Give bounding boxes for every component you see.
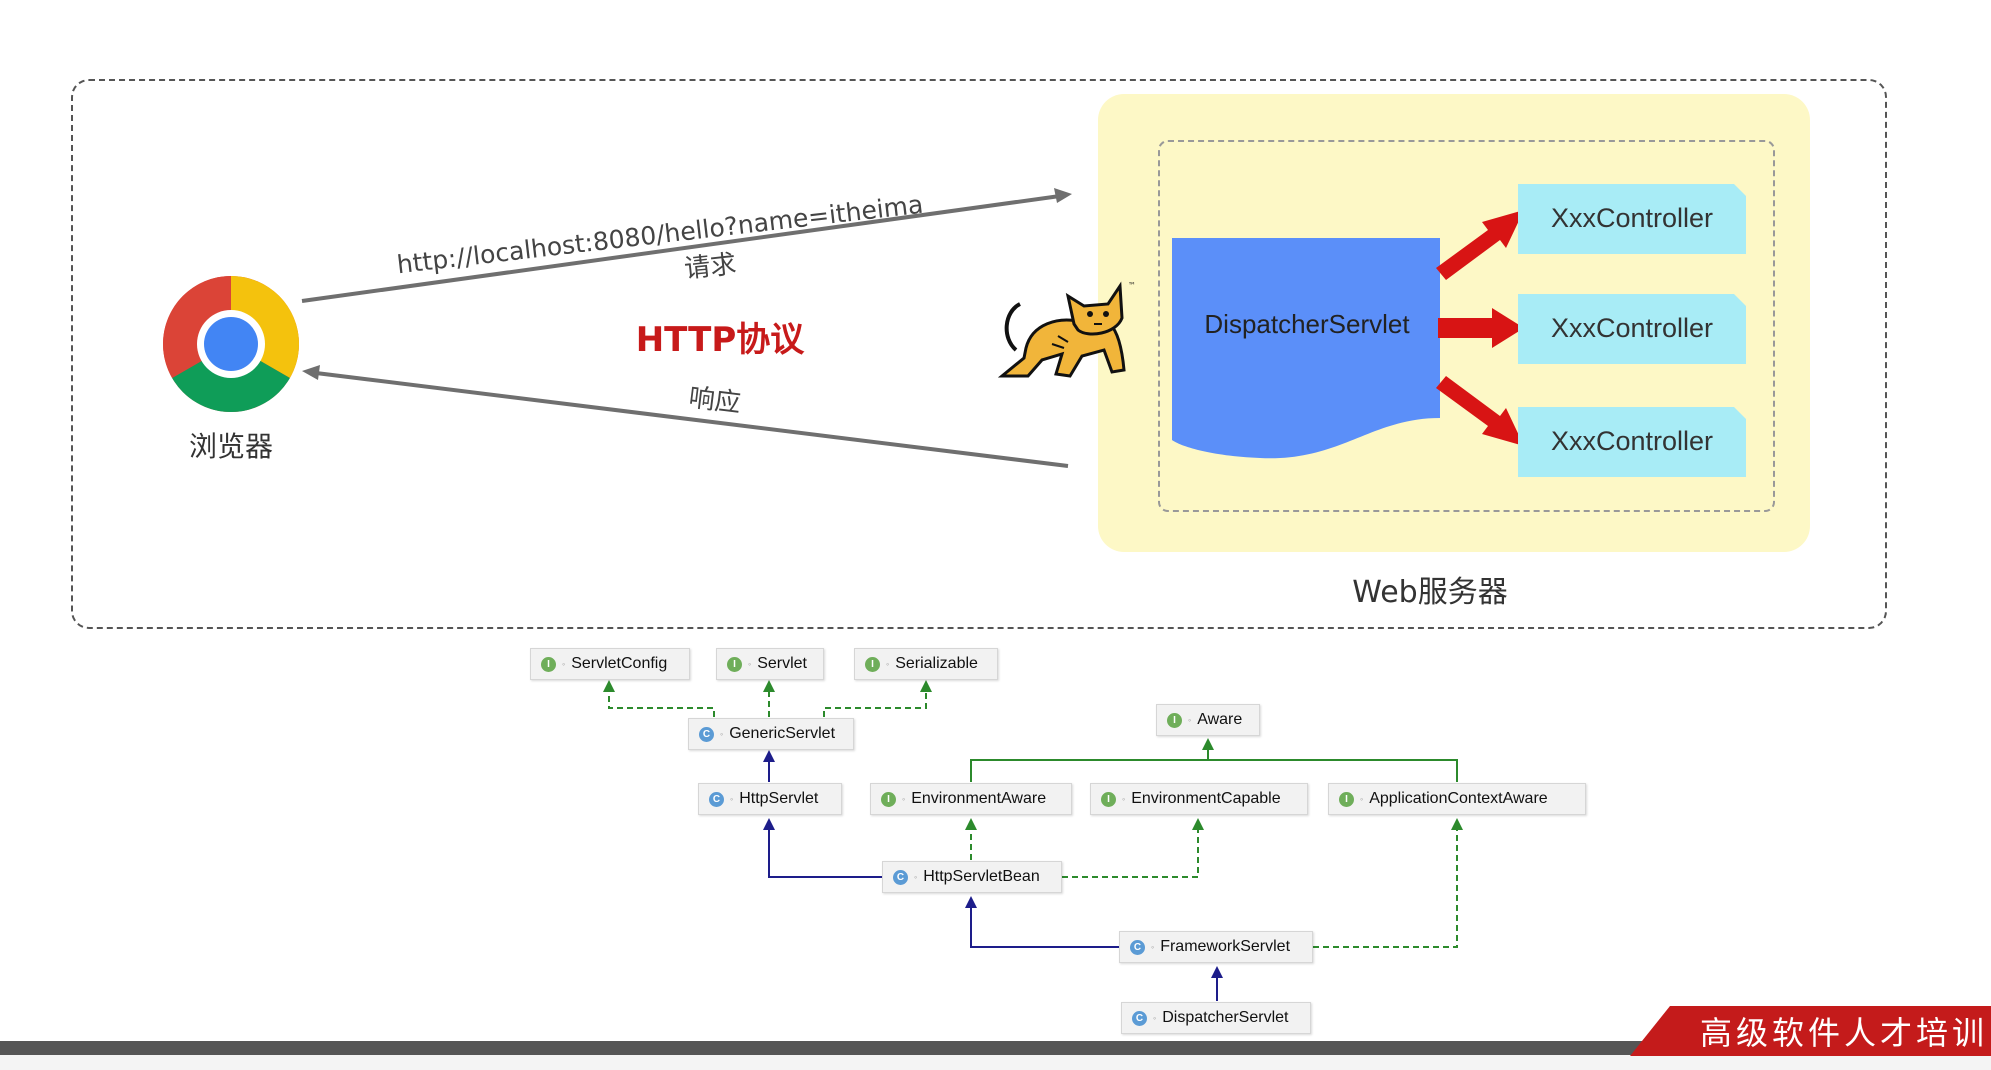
request-flow-frame <box>71 79 1887 629</box>
class-node-label: GenericServlet <box>729 725 836 742</box>
class-node-serializable: I ◦ Serializable <box>854 648 998 680</box>
arrowhead-httpservletbean <box>965 896 977 908</box>
web-server-label: Web服务器 <box>1352 575 1508 610</box>
brand-banner <box>1630 1006 1991 1056</box>
edge-genericservlet-serializable <box>823 688 927 717</box>
player-progress-bar[interactable] <box>0 1041 1991 1055</box>
class-node-label: Aware <box>1197 711 1243 728</box>
response-arrowhead <box>302 365 320 380</box>
visibility-icon: ◦ <box>902 794 906 804</box>
class-node-label: ServletConfig <box>571 655 668 672</box>
controller-label-1: XxxController <box>1550 203 1714 233</box>
class-node-servlet: I ◦ Servlet <box>716 648 824 680</box>
edge-aware-children <box>970 746 1458 782</box>
controller-label-2: XxxController <box>1550 313 1714 343</box>
visibility-icon: ◦ <box>1153 1013 1157 1023</box>
player-toolbar <box>0 1055 1991 1070</box>
class-icon: C <box>699 726 714 742</box>
class-node-label: EnvironmentCapable <box>1131 790 1281 807</box>
controller-box-1 <box>1518 184 1746 254</box>
arrowhead-applicationcontextaware <box>1451 818 1463 830</box>
visibility-icon: ◦ <box>1122 794 1126 804</box>
chrome-browser-icon <box>162 276 300 413</box>
interface-icon: I <box>727 656 742 672</box>
visibility-icon: ◦ <box>914 872 918 882</box>
dispatcher-servlet-shape <box>1172 238 1440 459</box>
class-node-environmentaware: I ◦ EnvironmentAware <box>870 783 1072 815</box>
visibility-icon: ◦ <box>1188 715 1192 725</box>
class-node-servletconfig: I ◦ ServletConfig <box>530 648 690 680</box>
dispatch-arrow-upper <box>1436 210 1524 280</box>
visibility-icon: ◦ <box>720 729 724 739</box>
class-node-environmentcapable: I ◦ EnvironmentCapable <box>1090 783 1308 815</box>
http-arrows <box>301 188 1072 468</box>
arrowhead-servletconfig <box>603 680 615 692</box>
visibility-icon: ◦ <box>562 659 566 669</box>
class-node-label: FrameworkServlet <box>1160 938 1291 955</box>
spring-mvc-frame <box>1158 140 1775 512</box>
interface-icon: I <box>1167 712 1182 728</box>
class-node-label: HttpServletBean <box>923 868 1040 885</box>
edge-httpservletbean-httpservlet <box>768 826 883 878</box>
request-arrowhead <box>1054 188 1072 203</box>
class-node-aware: I ◦ Aware <box>1156 704 1260 736</box>
dispatch-arrow-middle <box>1438 308 1524 348</box>
arrowhead-aware <box>1202 738 1214 750</box>
dispatcher-servlet-label: DispatcherServlet <box>1204 309 1410 339</box>
edge-genericservlet-servletconfig <box>608 688 715 717</box>
arrowhead-frameworkservlet <box>1211 966 1223 978</box>
arrowhead-genericservlet <box>763 750 775 762</box>
class-node-httpservlet: C ◦ HttpServlet <box>698 783 842 815</box>
class-node-applicationcontextaware: I ◦ ApplicationContextAware <box>1328 783 1586 815</box>
tomcat-icon: ™ <box>998 281 1136 378</box>
class-node-label: Serializable <box>895 655 978 672</box>
controller-box-2 <box>1518 294 1746 364</box>
brand-banner-text: 高级软件人才培训 <box>1700 1014 1989 1052</box>
class-node-label: ApplicationContextAware <box>1369 790 1548 807</box>
browser-label: 浏览器 <box>188 430 273 463</box>
class-node-label: DispatcherServlet <box>1162 1009 1289 1026</box>
arrowhead-environmentcapable <box>1192 818 1204 830</box>
protocol-label: HTTP协议 <box>635 320 805 360</box>
interface-icon: I <box>881 791 896 807</box>
visibility-icon: ◦ <box>748 659 752 669</box>
visibility-icon: ◦ <box>1151 942 1155 952</box>
visibility-icon: ◦ <box>1360 794 1364 804</box>
edge-frameworkservlet-httpservletbean <box>970 904 1119 948</box>
class-icon: C <box>1132 1010 1147 1026</box>
class-icon: C <box>709 791 724 807</box>
controller-box-3 <box>1518 407 1746 477</box>
request-arrow <box>301 194 1061 303</box>
response-arrow <box>315 371 1069 468</box>
class-node-label: Servlet <box>757 655 807 672</box>
class-node-label: HttpServlet <box>739 790 819 807</box>
class-icon: C <box>1130 939 1145 955</box>
visibility-icon: ◦ <box>730 794 734 804</box>
svg-text:™: ™ <box>1128 281 1136 290</box>
arrowhead-environmentaware <box>965 818 977 830</box>
interface-icon: I <box>541 656 556 672</box>
class-icon: C <box>893 869 908 885</box>
arrowhead-serializable <box>920 680 932 692</box>
arrowhead-servlet <box>763 680 775 692</box>
class-node-httpservletbean: C ◦ HttpServletBean <box>882 861 1062 893</box>
dispatch-arrow-lower <box>1436 376 1524 446</box>
dispatch-arrows <box>1436 210 1524 446</box>
arrowhead-httpservlet <box>763 818 775 830</box>
controller-label-3: XxxController <box>1550 426 1714 456</box>
class-node-frameworkservlet: C ◦ FrameworkServlet <box>1119 931 1313 963</box>
class-node-genericservlet: C ◦ GenericServlet <box>688 718 854 750</box>
edge-httpservletbean-environmentcapable <box>1062 826 1199 878</box>
edge-frameworkservlet-applicationcontextaware <box>1313 826 1458 948</box>
class-node-label: EnvironmentAware <box>911 790 1047 807</box>
interface-icon: I <box>865 656 880 672</box>
class-node-dispatcherservlet: C ◦ DispatcherServlet <box>1121 1002 1311 1034</box>
interface-icon: I <box>1339 791 1354 807</box>
interface-icon: I <box>1101 791 1116 807</box>
visibility-icon: ◦ <box>886 659 890 669</box>
